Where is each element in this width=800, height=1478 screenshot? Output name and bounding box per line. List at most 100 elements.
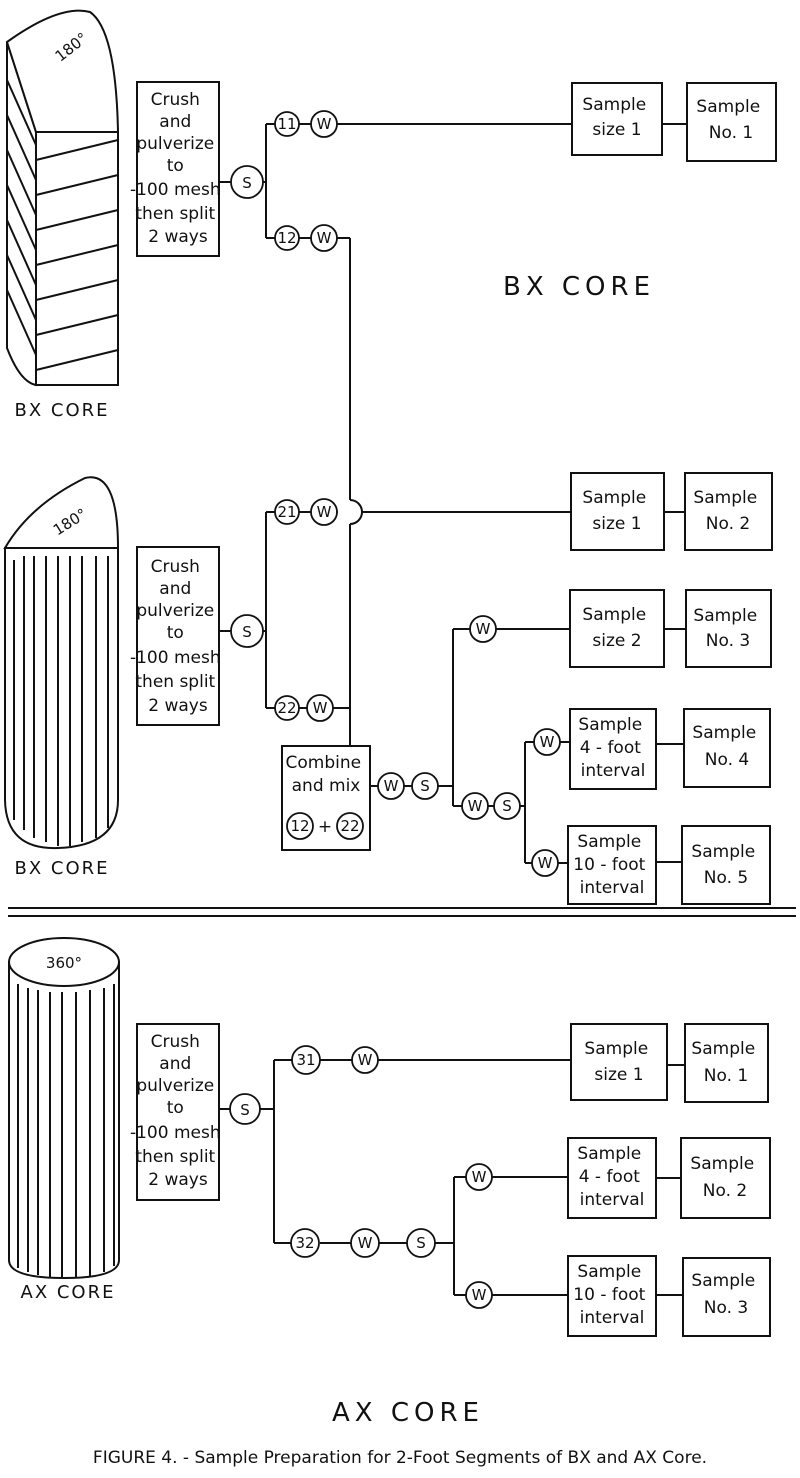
svg-text:Crush and pulveriz: Crush and pulverize to -100 mesh then sp… <box>130 1032 226 1190</box>
svg-text:Sample No. 2: Sample No. 2 <box>693 488 762 534</box>
bx-sample-number-box-2: Sample No. 2 <box>684 472 773 551</box>
svg-text:Sample 10 - foot i: Sample 10 - foot interval <box>573 1262 650 1328</box>
svg-text:W: W <box>472 1286 487 1304</box>
svg-text:W: W <box>476 620 491 638</box>
section-divider <box>8 907 796 917</box>
svg-text:S: S <box>242 623 252 641</box>
svg-text:W: W <box>540 733 555 751</box>
crush-line: then split <box>135 672 215 692</box>
svg-text:W: W <box>384 777 399 795</box>
weigh-node: W <box>351 1046 379 1074</box>
svg-text:W: W <box>317 229 332 247</box>
weigh-node: W <box>306 694 334 722</box>
svg-text:31: 31 <box>296 1051 315 1069</box>
svg-text:Sample No. 1: Sample No. 1 <box>691 1039 760 1086</box>
crush-line: Crush <box>151 557 200 577</box>
bx-sample-number-box-4: Sample No. 4 <box>683 708 771 788</box>
combine-line: Combine <box>286 753 362 773</box>
crush-line: Crush <box>151 1032 200 1052</box>
svg-text:Sample No. 4: Sample No. 4 <box>692 723 761 770</box>
crush-line: and <box>159 579 191 599</box>
svg-text:Sample size 2: Sample size 2 <box>582 605 651 651</box>
ax-core-angle: 360° <box>46 954 82 972</box>
bx-core-label-2: BX CORE <box>14 858 109 879</box>
svg-text:32: 32 <box>295 1234 314 1252</box>
crush-line: to <box>167 623 184 643</box>
svg-text:W: W <box>313 699 328 717</box>
svg-text:W: W <box>317 115 332 133</box>
svg-text:S: S <box>242 174 252 192</box>
crush-box-1: Crush and pulverize to -100 mesh then sp… <box>130 81 226 257</box>
weigh-node: W <box>377 772 405 800</box>
svg-text:Crush and pulveriz: Crush and pulverize to -100 mesh then sp… <box>130 557 226 716</box>
svg-text:W: W <box>538 854 553 872</box>
weigh-node: W <box>465 1163 493 1191</box>
svg-text:Crush and pulveriz: Crush and pulverize to -100 mesh then sp… <box>130 90 226 247</box>
ax-sample-box-1: Sample size 1 <box>570 1023 668 1101</box>
split-node: S <box>411 772 439 800</box>
svg-text:S: S <box>240 1101 250 1119</box>
node-11: 11 <box>274 111 300 137</box>
svg-text:S: S <box>502 797 512 815</box>
svg-text:W: W <box>358 1234 373 1252</box>
crush-line: -100 mesh <box>130 648 221 668</box>
bx-sample-box-4: Sample 4 - foot interval <box>569 708 657 790</box>
crush-line: 2 ways <box>148 696 208 716</box>
combine-line: and mix <box>292 776 361 796</box>
node-31: 31 <box>291 1045 321 1075</box>
svg-text:22: 22 <box>277 699 296 717</box>
node-22: 22 <box>274 695 300 721</box>
svg-text:Sample size 1: Sample size 1 <box>582 488 651 534</box>
combine-left-node: 12 <box>290 817 309 835</box>
svg-text:Sample 10 - foot i: Sample 10 - foot interval <box>573 832 650 898</box>
split-node: S <box>406 1228 436 1258</box>
svg-text:Sample No. 5: Sample No. 5 <box>691 842 760 888</box>
weigh-node: W <box>461 792 489 820</box>
bx-core-label-1: BX CORE <box>14 400 109 421</box>
svg-text:Sample 4 - foot in: Sample 4 - foot interval <box>578 715 647 781</box>
weigh-node: W <box>310 224 338 252</box>
svg-text:Sample size 1: Sample size 1 <box>584 1039 653 1085</box>
weigh-node: W <box>531 849 559 877</box>
split-node: S <box>230 165 264 199</box>
bx-sample-number-box-5: Sample No. 5 <box>681 825 771 905</box>
crush-line: then split <box>135 1147 215 1167</box>
svg-text:S: S <box>416 1234 426 1252</box>
ax-sample-number-box-3: Sample No. 3 <box>682 1257 771 1337</box>
combine-box: Combine and mix 12 + 22 <box>281 745 371 851</box>
bx-sample-box-3: Sample size 2 <box>569 589 665 668</box>
svg-text:W: W <box>472 1168 487 1186</box>
crush-line: 2 ways <box>148 1170 208 1190</box>
svg-text:Sample No. 3: Sample No. 3 <box>693 606 762 651</box>
bx-core-illustration-1: 180° <box>5 9 120 387</box>
figure-caption: FIGURE 4. - Sample Preparation for 2-Foo… <box>93 1448 707 1468</box>
node-21: 21 <box>274 499 300 525</box>
weigh-node: W <box>310 110 338 138</box>
ax-section-title: AX CORE <box>332 1398 484 1428</box>
svg-text:21: 21 <box>277 503 296 521</box>
crush-line: to <box>167 1098 184 1118</box>
svg-text:Sample No. 1: Sample No. 1 <box>696 97 765 143</box>
svg-text:W: W <box>358 1051 373 1069</box>
weigh-node: W <box>350 1228 380 1258</box>
weigh-node: W <box>465 1281 493 1309</box>
ax-sample-box-3: Sample 10 - foot interval <box>567 1255 657 1337</box>
connector-lines <box>219 123 687 1296</box>
bx-sample-box-2: Sample size 1 <box>570 472 665 551</box>
bx-sample-box-5: Sample 10 - foot interval <box>567 825 657 905</box>
bx-sample-number-box-1: Sample No. 1 <box>686 82 777 162</box>
crush-line: -100 mesh <box>130 1123 221 1143</box>
bx-sample-box-1: Sample size 1 <box>571 82 663 156</box>
node-32: 32 <box>290 1228 320 1258</box>
ax-core-label: AX CORE <box>21 1282 116 1303</box>
combine-plus: + <box>318 817 332 837</box>
svg-text:Sample No. 3: Sample No. 3 <box>691 1271 760 1318</box>
bx-section-title: BX CORE <box>503 272 655 302</box>
svg-text:Combine and mix: Combine and mix <box>286 753 367 796</box>
crush-line: to <box>167 156 184 176</box>
crush-box-3: Crush and pulverize to -100 mesh then sp… <box>130 1023 226 1201</box>
node-12: 12 <box>274 225 300 251</box>
svg-text:Sample size 1: Sample size 1 <box>582 95 651 140</box>
split-node: S <box>493 792 521 820</box>
crush-line: pulverize <box>136 601 214 621</box>
